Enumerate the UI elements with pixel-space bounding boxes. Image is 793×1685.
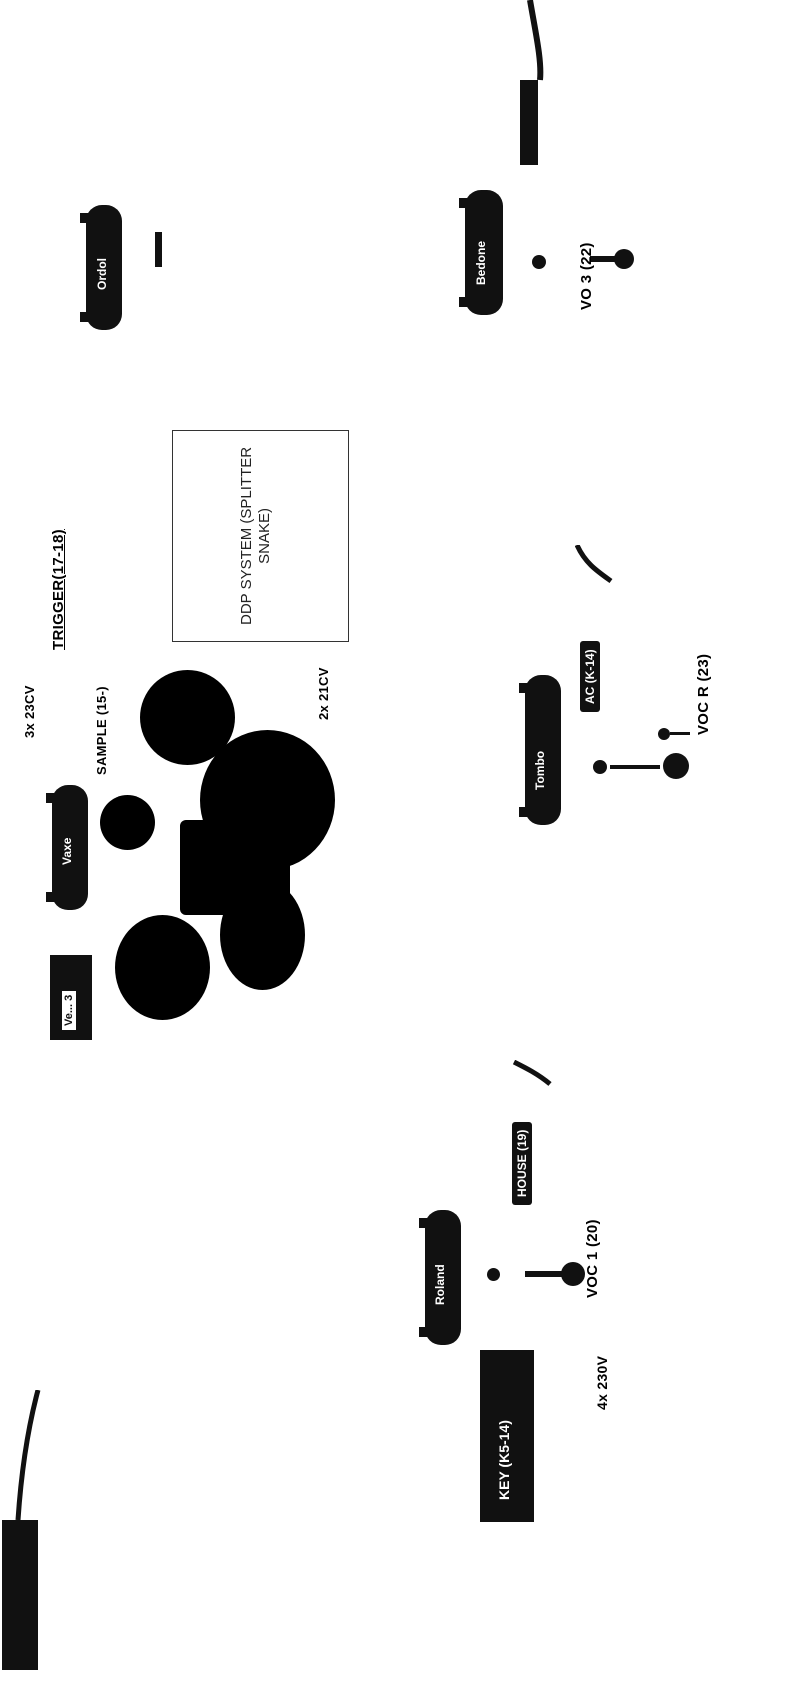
splitter-box-label: DDP SYSTEM (SPLITTER SNAKE) (238, 447, 274, 625)
cable-bottom-left (2, 1390, 41, 1670)
label-voc3: VO 3 (22) (578, 242, 595, 310)
label-vocr: VOC R (23) (695, 653, 712, 735)
mic-voc1-icon (525, 1262, 585, 1286)
amp-bedone (459, 190, 503, 315)
splitter-line-1: DDP SYSTEM (SPLITTER (238, 446, 255, 625)
drum-snare (100, 795, 155, 850)
amp-roland-label: Roland (433, 1264, 447, 1305)
label-power-2x: 2x 21CV (316, 667, 331, 720)
mic-vocr-stand-2 (670, 732, 690, 735)
drum-tom-2 (220, 880, 305, 990)
amp-ordol-label: Ordol (95, 258, 109, 290)
label-trigger: TRIGGER(17-18) (50, 529, 67, 650)
mic-vocr-stand-1 (610, 765, 660, 769)
amp-vaxe-label: Vaxe (60, 837, 74, 865)
splitter-line-2: SNAKE) (256, 508, 273, 564)
amp-tombo (519, 675, 561, 825)
mic-voc1-head (487, 1268, 500, 1281)
mic-vocr-icon (663, 753, 689, 779)
mic-voc3-icon (590, 249, 634, 269)
label-power-3x: 3x 23CV (22, 685, 37, 738)
amp-roland (419, 1210, 461, 1345)
cable-top-right (520, 0, 544, 165)
cable-house (512, 1060, 552, 1086)
tag-keyboard-top-label: Ve... 3 (62, 990, 76, 1030)
label-voc1: VOC 1 (20) (584, 1219, 601, 1298)
mic-stand-top (155, 232, 162, 267)
label-house: HOUSE (19) (512, 1121, 532, 1205)
label-sampler: SAMPLE (15-) (94, 686, 109, 775)
amp-vaxe (46, 785, 88, 910)
drum-bass (115, 915, 210, 1020)
mic-vocr-head-1 (593, 760, 607, 774)
amp-bedone-label: Bedone (474, 240, 488, 285)
amp-tombo-label: Tombo (533, 750, 547, 790)
mic-voc3-head (532, 255, 546, 269)
mic-vocr-head-2 (658, 728, 670, 740)
label-power-4x: 4x 230V (594, 1355, 610, 1410)
amp-ordol (80, 205, 122, 330)
key-box (480, 1350, 534, 1522)
cable-acoustic (575, 545, 613, 584)
key-box-label: KEY (K5-14) (496, 1420, 512, 1500)
splitter-box (172, 430, 349, 642)
label-acoustic: AC (K-14) (580, 641, 600, 712)
